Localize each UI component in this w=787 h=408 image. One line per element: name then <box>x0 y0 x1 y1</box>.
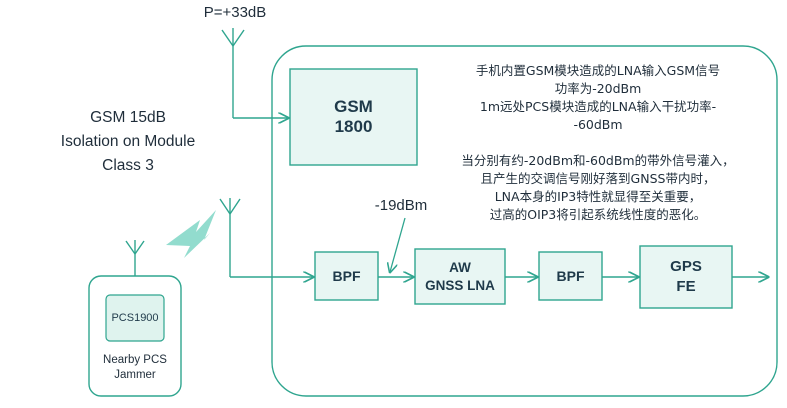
module-outline <box>271 45 778 397</box>
jammer-device <box>88 275 182 397</box>
lna-input-level-label: -19dBm <box>374 197 428 214</box>
jammer-chip-label: PCS1900 <box>111 312 159 324</box>
gnss-antenna-icon <box>219 198 241 277</box>
lna-label: AW GNSS LNA <box>425 259 495 293</box>
note-block-1: 手机内置GSM模块造成的LNA输入GSM信号 功率为-20dBm 1m远处PCS… <box>475 63 721 132</box>
gsm-1800-block <box>289 68 418 166</box>
jammer-antenna-icon <box>125 240 145 276</box>
gsm-antenna-icon <box>221 28 245 118</box>
lna-block <box>414 248 506 305</box>
jammer-chip <box>105 294 165 342</box>
lna-input-pointer <box>390 217 406 272</box>
gps-fe-block <box>639 245 733 309</box>
isolation-label: GSM 15dB Isolation on Module Class 3 <box>60 109 196 174</box>
gps-fe-label: GPS FE <box>670 258 702 295</box>
bpf1-label: BPF <box>332 268 361 284</box>
bpf2-block <box>538 251 603 301</box>
jammer-label: Nearby PCS Jammer <box>103 354 167 381</box>
note-block-2: 当分别有约-20dBm和-60dBm的带外信号灌入， 且产生的交调信号刚好落到G… <box>461 153 735 222</box>
interference-lightning-icon <box>166 210 216 258</box>
bpf2-label: BPF <box>556 268 585 284</box>
gsm-1800-label: GSM 1800 <box>334 97 373 136</box>
bpf1-block <box>314 251 379 301</box>
tx-power-label: P=+33dB <box>203 4 267 21</box>
